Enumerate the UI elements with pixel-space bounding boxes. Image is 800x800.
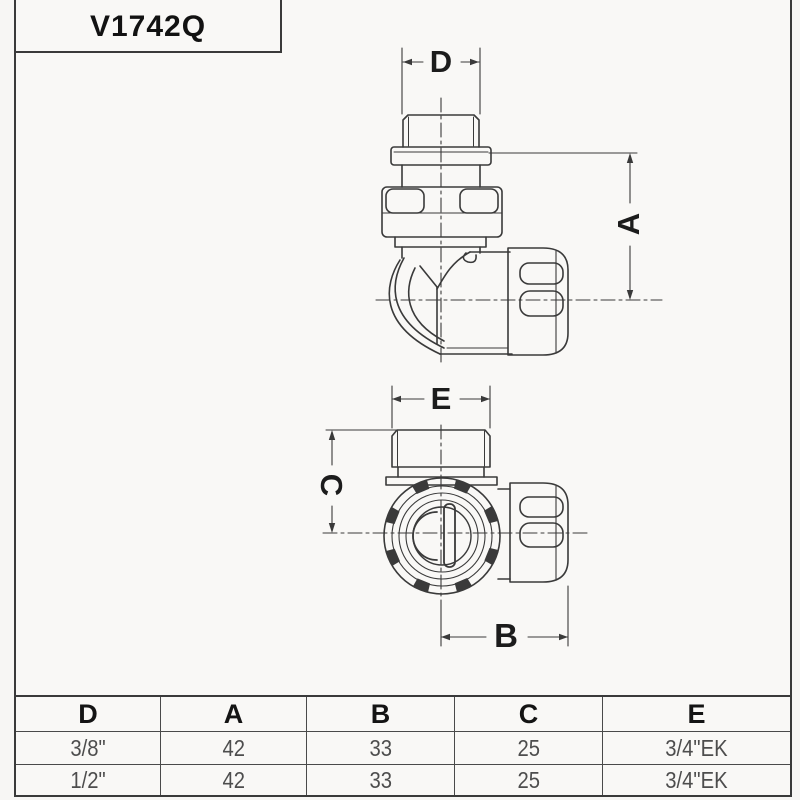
threaded-connection-top (385, 429, 498, 486)
table-cell: 1/2" (16, 765, 161, 795)
table-cell: 25 (455, 765, 603, 795)
table-value: 1/2" (70, 766, 106, 793)
dimension-e (391, 385, 491, 429)
table-header-cell: E (603, 697, 790, 732)
dim-label-e: E (430, 381, 452, 416)
centerlines (375, 97, 663, 363)
table-cell: 3/4"EK (603, 732, 790, 765)
table-value: 42 (222, 766, 245, 793)
table-cell: 3/4"EK (603, 765, 790, 795)
table-header-cell: A (161, 697, 307, 732)
dimension-c (325, 429, 399, 533)
dimension-b (440, 585, 569, 647)
dim-label-d: D (429, 44, 453, 79)
dim-label-a: A (611, 212, 646, 236)
knurl-marks (385, 479, 499, 593)
part-number-box: V1742Q (14, 0, 282, 53)
dimension-d (401, 47, 481, 115)
table-cell: 3/8" (16, 732, 161, 765)
knurled-body (383, 477, 501, 595)
table-cell: 42 (161, 765, 307, 795)
dim-label-c: C (314, 473, 349, 497)
table-value: 33 (369, 766, 392, 793)
dim-label-b: B (494, 617, 518, 654)
threaded-tailpiece (402, 114, 480, 148)
table-value: 25 (517, 766, 540, 793)
table-value: 3/4"EK (665, 766, 728, 793)
centerlines (322, 424, 591, 601)
table-cell: 42 (161, 732, 307, 765)
dimension-a (488, 152, 638, 300)
neck (401, 164, 481, 188)
table-value: 33 (369, 734, 392, 761)
table-cell: 33 (307, 765, 455, 795)
table-value: 3/8" (70, 734, 106, 761)
table-header-cell: D (16, 697, 161, 732)
table-value: 3/4"EK (665, 734, 728, 761)
table-cell: 25 (455, 732, 603, 765)
handwheel-top (497, 482, 569, 583)
side-view-drawing (375, 47, 663, 363)
part-number: V1742Q (89, 9, 207, 43)
dimensions-table: D A B C E 3/8" 42 33 25 3/4"EK 1/2" 42 3… (14, 695, 792, 797)
flange (390, 146, 492, 166)
handwheel-side (507, 247, 569, 356)
union-nut (381, 186, 503, 259)
elbow-body (388, 251, 513, 355)
table-header-cell: B (307, 697, 455, 732)
table-value: 25 (517, 734, 540, 761)
table-cell: 33 (307, 732, 455, 765)
table-value: 42 (222, 734, 245, 761)
table-header-cell: C (455, 697, 603, 732)
top-view-drawing (322, 385, 591, 647)
